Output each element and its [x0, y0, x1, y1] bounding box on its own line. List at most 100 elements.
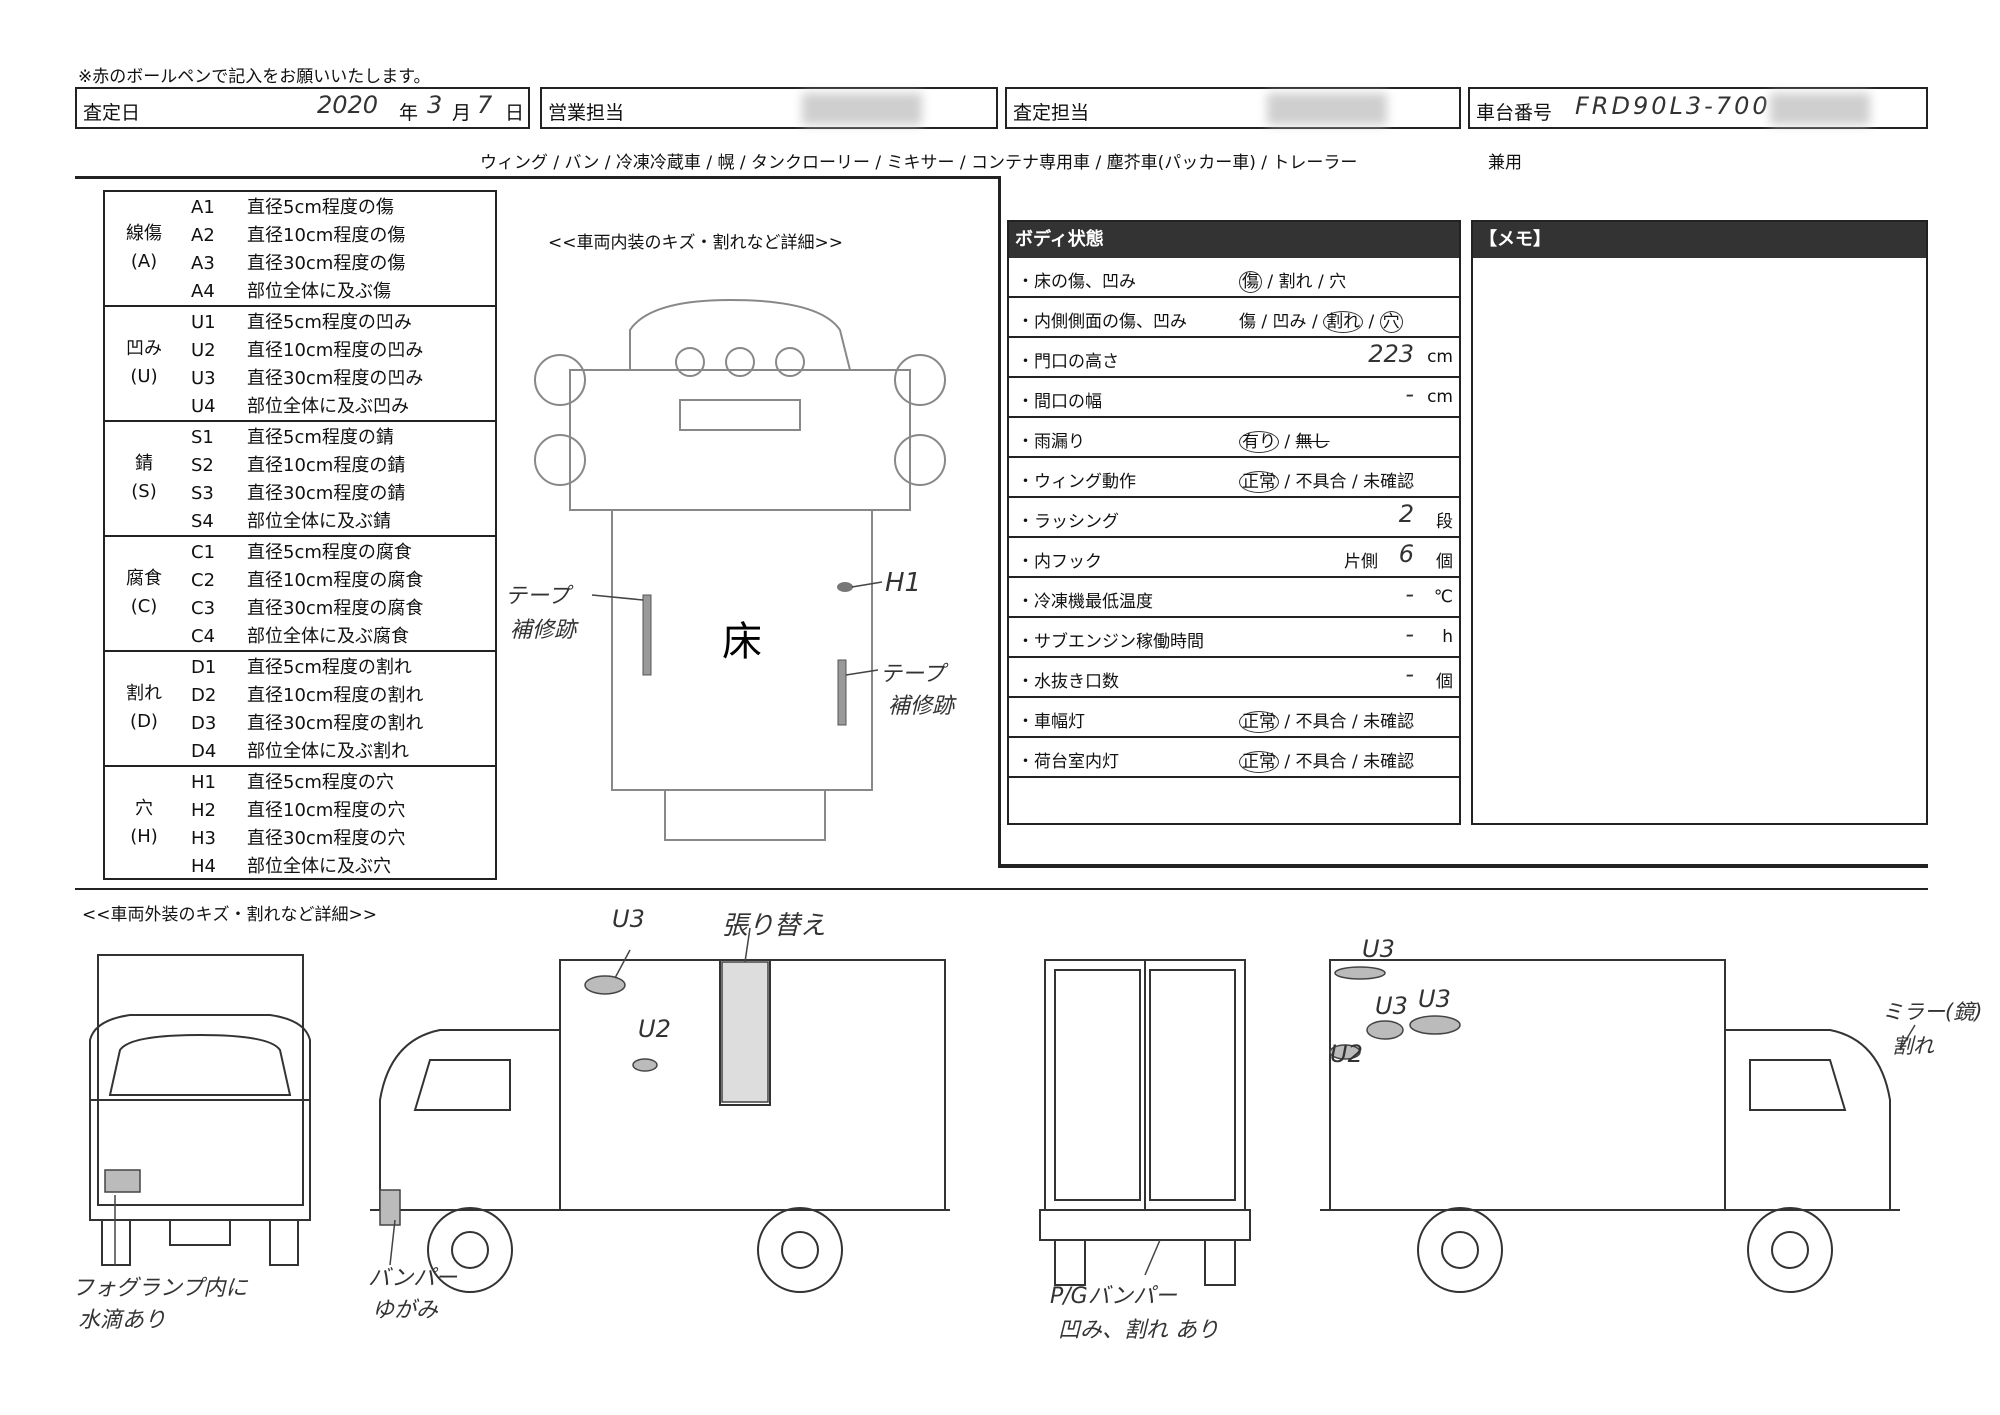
status-option[interactable]: 正常 [1239, 711, 1279, 733]
legend-code: S2 [191, 455, 214, 476]
tape-repair-mark-left [642, 594, 652, 676]
body-status-options: 傷 / 凹み / 割れ / 穴 [1239, 307, 1403, 333]
right-u3-mark-b [1366, 1020, 1404, 1040]
legend-description: 直径30cm程度の腐食 [247, 598, 424, 619]
memo-panel[interactable]: 【メモ】 [1471, 220, 1928, 825]
interior-frame-right [998, 176, 1001, 866]
legend-category-name: 割れ [126, 683, 162, 704]
body-status-panel: ボディ状態 ・床の傷、凹み傷 / 割れ / 穴・内側側面の傷、凹み傷 / 凹み … [1007, 220, 1461, 825]
status-option[interactable]: 未確認 [1363, 472, 1415, 492]
status-value[interactable]: - [1405, 660, 1414, 688]
bumper-warp-note: ゆがみ [372, 1298, 439, 1323]
status-option[interactable]: 正常 [1239, 471, 1279, 493]
legend-code: C1 [191, 542, 216, 563]
body-status-label: ・冷凍機最低温度 [1017, 592, 1153, 612]
status-option[interactable]: 正常 [1239, 751, 1279, 773]
legend-code: U4 [191, 396, 216, 417]
legend-description: 部位全体に及ぶ穴 [247, 856, 391, 877]
status-option[interactable]: 不具合 [1295, 472, 1347, 492]
mirror-right-bottom [894, 434, 946, 486]
legend-code: A3 [191, 253, 215, 274]
legend-category-name: 穴 [135, 798, 153, 819]
status-option[interactable]: 不具合 [1295, 752, 1347, 772]
body-status-options: 傷 / 割れ / 穴 [1239, 267, 1347, 293]
chassis-value[interactable]: FRD90L3-700 [1575, 92, 1771, 120]
exterior-diagram [89, 927, 1916, 1293]
body-status-row: ・荷台室内灯正常 / 不具合 / 未確認 [1009, 738, 1459, 778]
date-month[interactable]: 3 [427, 91, 443, 119]
body-status-label: ・門口の高さ [1017, 352, 1119, 372]
status-option[interactable]: 凹み [1272, 312, 1307, 332]
rear-damage-note: 凹み、割れ あり [1058, 1318, 1219, 1343]
left-replace-label: 張り替え [722, 911, 827, 941]
date-year[interactable]: 2020 [317, 91, 379, 119]
legend-code: H4 [191, 856, 216, 877]
note-h1: H1 [885, 568, 922, 598]
legend-code: D4 [191, 741, 217, 762]
legend-description: 直径5cm程度の穴 [247, 772, 394, 793]
status-option[interactable]: 有り [1239, 431, 1279, 453]
body-status-label: ・雨漏り [1017, 432, 1085, 452]
status-unit: 個 [1436, 672, 1453, 692]
body-status-label: ・ラッシング [1017, 512, 1119, 532]
legend-description: 直径30cm程度の凹み [247, 368, 424, 389]
legend-code: U1 [191, 312, 216, 333]
header-divider [75, 176, 1000, 179]
body-status-row: ・水抜き口数 - 個 [1009, 658, 1459, 698]
status-unit: cm [1427, 387, 1453, 407]
status-option[interactable]: 未確認 [1363, 752, 1415, 772]
status-option[interactable]: 穴 [1379, 311, 1403, 333]
body-status-label: ・水抜き口数 [1017, 672, 1119, 692]
status-value[interactable]: 6 [1398, 540, 1414, 568]
status-option[interactable]: 未確認 [1363, 712, 1415, 732]
chassis-label: 車台番号 [1476, 102, 1553, 124]
legend-category: 穴(H) [109, 795, 179, 851]
status-option[interactable]: 穴 [1329, 272, 1347, 292]
legend-category: 腐食(C) [109, 565, 179, 621]
status-value[interactable]: - [1405, 620, 1414, 648]
status-option[interactable]: 傷 [1239, 271, 1262, 293]
status-value[interactable]: 223 [1368, 340, 1414, 368]
right-u2-label: U2 [1330, 1040, 1363, 1068]
right-note-leader-line [845, 669, 879, 676]
left-u3-label: U3 [612, 905, 645, 933]
status-value[interactable]: 2 [1398, 500, 1414, 528]
vehicle-types-extra: 兼用 [1488, 153, 1522, 173]
legend-description: 直径10cm程度の錆 [247, 455, 406, 476]
status-option[interactable]: 無し [1295, 432, 1330, 452]
sales-rep-label: 営業担当 [548, 102, 625, 124]
legend-description: 直径30cm程度の割れ [247, 713, 424, 734]
body-status-options: 正常 / 不具合 / 未確認 [1239, 707, 1415, 733]
status-value[interactable]: - [1405, 580, 1414, 608]
seat-left [675, 347, 705, 377]
legend-description: 直径30cm程度の穴 [247, 828, 406, 849]
status-option[interactable]: 割れ [1278, 272, 1313, 292]
legend-category-code: (A) [130, 251, 158, 272]
status-value[interactable]: - [1405, 380, 1414, 408]
legend-category-code: (S) [131, 481, 157, 502]
left-u3-mark [584, 975, 626, 995]
body-status-label: ・車幅灯 [1017, 712, 1085, 732]
legend-category-name: 線傷 [126, 223, 162, 244]
status-option[interactable]: 不具合 [1295, 712, 1347, 732]
legend-code: D2 [191, 685, 217, 706]
status-option[interactable]: 傷 [1239, 312, 1256, 332]
legend-code: H3 [191, 828, 216, 849]
legend-description: 直径10cm程度の腐食 [247, 570, 424, 591]
date-day[interactable]: 7 [477, 91, 493, 119]
mirror-note-leader [1899, 1024, 1916, 1051]
status-option[interactable]: 割れ [1323, 311, 1364, 333]
